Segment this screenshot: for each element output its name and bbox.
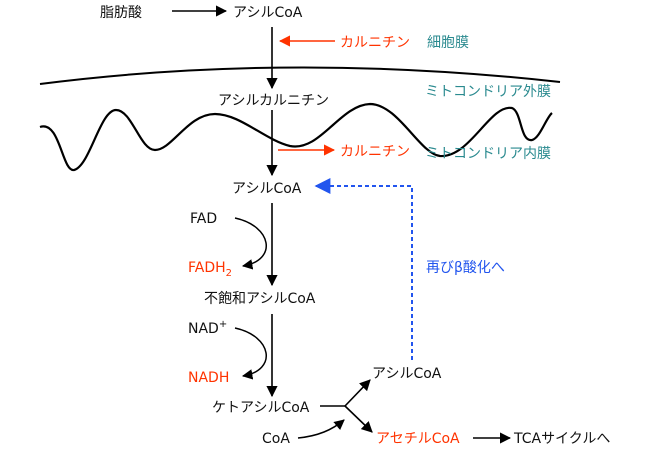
fadh2-subscript: 2 [226, 268, 232, 279]
keto-acyl-coa-label: ケトアシルCoA [212, 400, 310, 416]
nadh-label: NADH [188, 370, 229, 386]
coa-input-arrow [297, 419, 345, 439]
unsaturated-acyl-coa-label: 不飽和アシルCoA [204, 290, 316, 307]
nad-label: NAD+ [188, 319, 227, 337]
mito-outer-membrane-label: ミトコンドリア外膜 [425, 84, 551, 100]
nad-superscript: + [219, 319, 227, 330]
nad-main: NAD [188, 321, 219, 337]
fad-label: FAD [190, 211, 217, 227]
beta-oxidation-again-label: 再びβ酸化へ [426, 260, 505, 276]
beta-oxidation-loop-arrow [314, 178, 413, 360]
acyl-coa-matrix-label: アシルCoA [232, 181, 302, 197]
acetyl-coa-label: アセチルCoA [376, 431, 460, 447]
carnitine-out-label: カルニチン [340, 144, 410, 160]
coa-label: CoA [262, 431, 290, 447]
fadh2-label: FADH2 [188, 260, 232, 279]
tca-cycle-label: TCAサイクルへ [513, 431, 610, 447]
acyl-coa-top-label: アシルCoA [233, 5, 303, 21]
acyl-coa-product-label: アシルCoA [372, 366, 442, 382]
to-acyl-coa-arrow [344, 379, 371, 407]
fatty-acid-label: 脂肪酸 [100, 5, 142, 21]
mito-inner-membrane-label: ミトコンドリア内膜 [425, 146, 551, 162]
mito-inner-membrane-line [39, 102, 553, 172]
cell-membrane-line [39, 66, 561, 85]
fadh2-main: FADH [188, 260, 226, 276]
to-acetyl-coa-arrow [344, 405, 373, 433]
cell-membrane-label: 細胞膜 [427, 35, 469, 51]
acyl-carnitine-label: アシルカルニチン [218, 93, 329, 109]
fad-reduction-arrow [234, 217, 267, 270]
nad-reduction-arrow [234, 327, 267, 380]
carnitine-in-label: カルニチン [340, 35, 410, 51]
